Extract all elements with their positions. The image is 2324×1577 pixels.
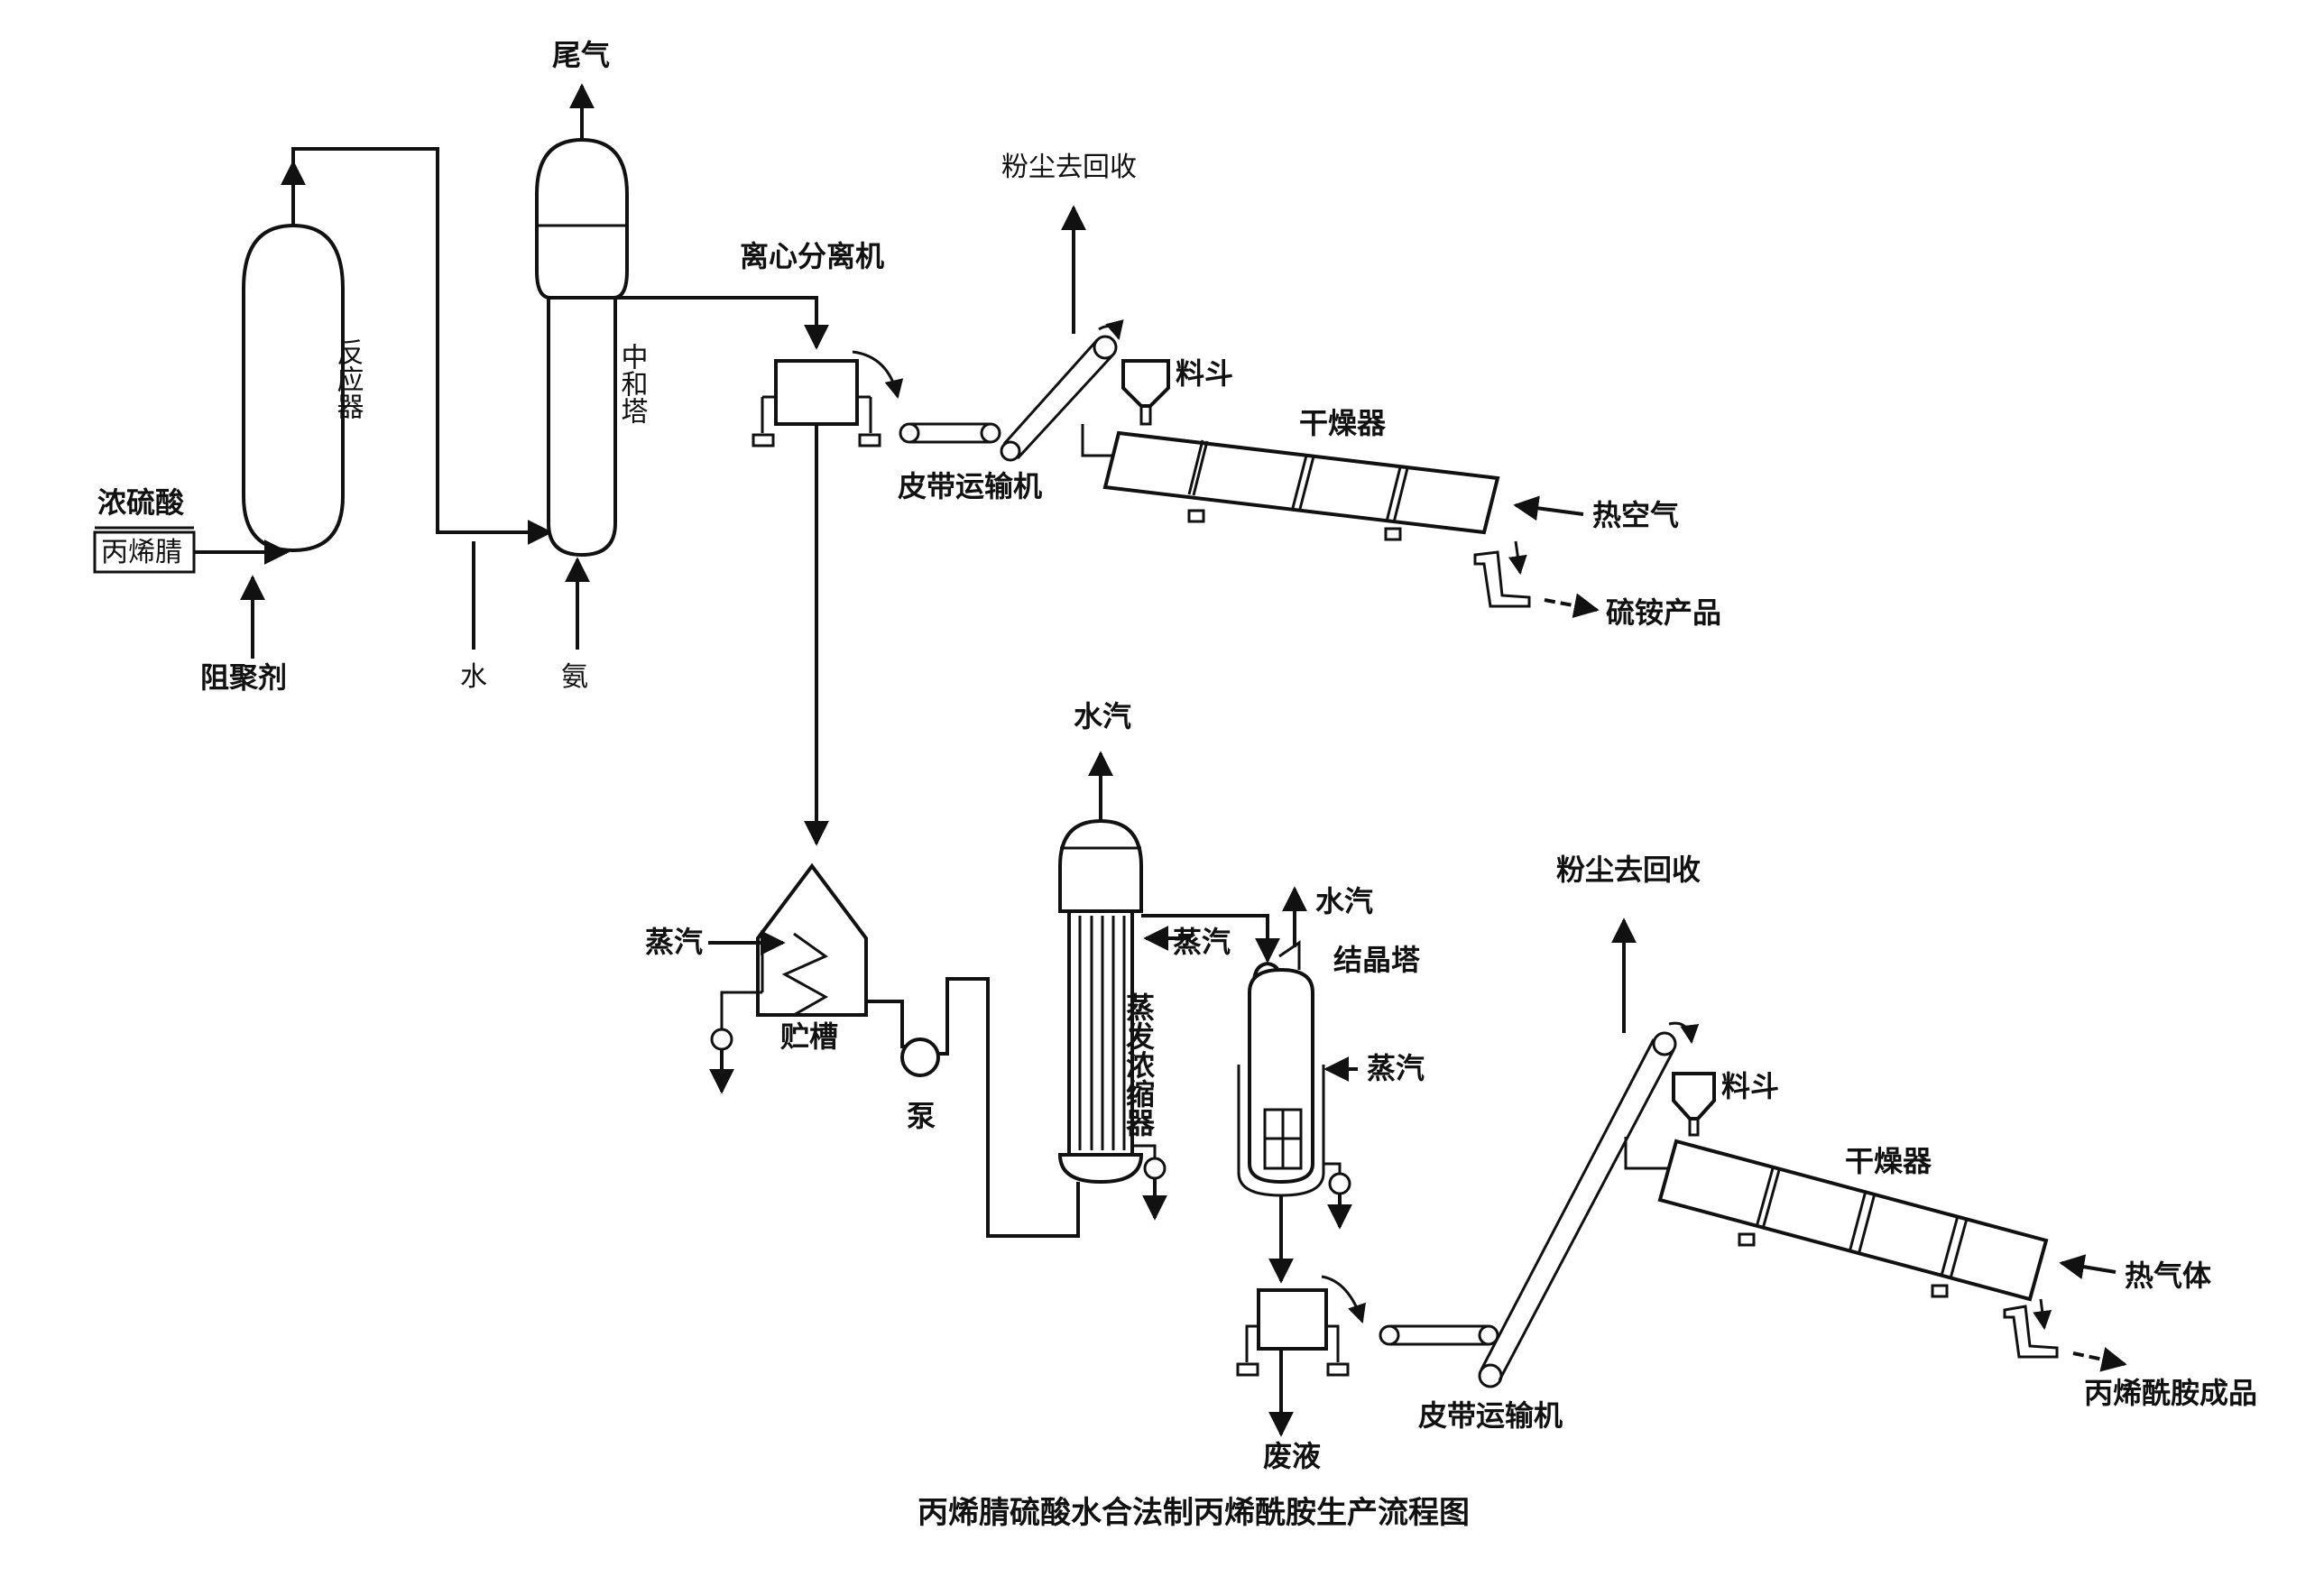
reactor-vessel [242, 223, 345, 553]
evaporator [1057, 818, 1144, 1185]
belt-conveyor-top [899, 335, 1118, 462]
storage-tank [756, 862, 868, 1017]
reactor-label: 反应器 [332, 338, 364, 420]
waste-liquid-label: 废液 [1263, 1439, 1321, 1473]
steam-in-cryst-label: 蒸汽 [1367, 1051, 1425, 1085]
steam-out-cryst-label: 水汽 [1315, 884, 1373, 918]
neutralization-tower [535, 137, 629, 558]
crystallizer-label: 结晶塔 [1333, 943, 1421, 977]
acrylonitrile-label: 丙烯腈 [101, 537, 182, 568]
acrylamide-product-label: 丙烯酰胺成品 [2084, 1376, 2257, 1410]
belt-conveyor-bottom-label: 皮带运输机 [1418, 1398, 1563, 1433]
steam-in-evap-label: 蒸汽 [1173, 925, 1231, 959]
dryer-top [1102, 430, 1500, 541]
belt-conveyor-bottom [1379, 1031, 1677, 1388]
dust-recovery-bottom-label: 粉尘去回收 [1556, 853, 1701, 887]
storage-tank-label: 贮槽 [780, 1019, 838, 1054]
steam-out-evap-label: 水汽 [1074, 699, 1131, 733]
hopper-bottom [1672, 1072, 1716, 1137]
ammonium-sulfate-product-label: 硫铵产品 [1606, 595, 1721, 630]
pump [900, 1038, 940, 1077]
hot-air-label: 热空气 [1592, 498, 1679, 532]
conc-sulfuric-acid-label: 浓硫酸 [97, 485, 185, 520]
dryer-top-label: 干燥器 [1299, 406, 1387, 440]
evaporator-label: 蒸发浓缩器 [1121, 992, 1156, 1137]
hot-gas-label: 热气体 [2125, 1259, 2211, 1293]
steam-in-tank-label: 蒸汽 [645, 925, 703, 959]
centrifuge-bottom [1236, 1288, 1350, 1377]
centrifuge-label: 离心分离机 [740, 239, 884, 273]
hopper-bottom-label: 料斗 [1721, 1069, 1779, 1103]
crystallizer [1237, 940, 1325, 1197]
neutralization-tower-label: 中和塔 [616, 343, 649, 424]
hopper-top-label: 料斗 [1176, 356, 1233, 391]
hopper-top [1121, 359, 1170, 426]
dust-recovery-top-label: 粉尘去回收 [1001, 152, 1137, 183]
belt-conveyor-top-label: 皮带运输机 [898, 469, 1042, 503]
ammonia-label: 氨 [561, 661, 588, 693]
polymerization-inhibitor-label: 阻聚剂 [200, 660, 287, 695]
dryer-bottom [1657, 1139, 2049, 1302]
diagram-caption: 丙烯腈硫酸水合法制丙烯酰胺生产流程图 [918, 1495, 1470, 1531]
dryer-bottom-label: 干燥器 [1845, 1144, 1932, 1178]
water-label: 水 [460, 661, 487, 693]
tail-gas-label: 尾气 [552, 38, 610, 72]
pump-label: 泵 [907, 1099, 936, 1133]
